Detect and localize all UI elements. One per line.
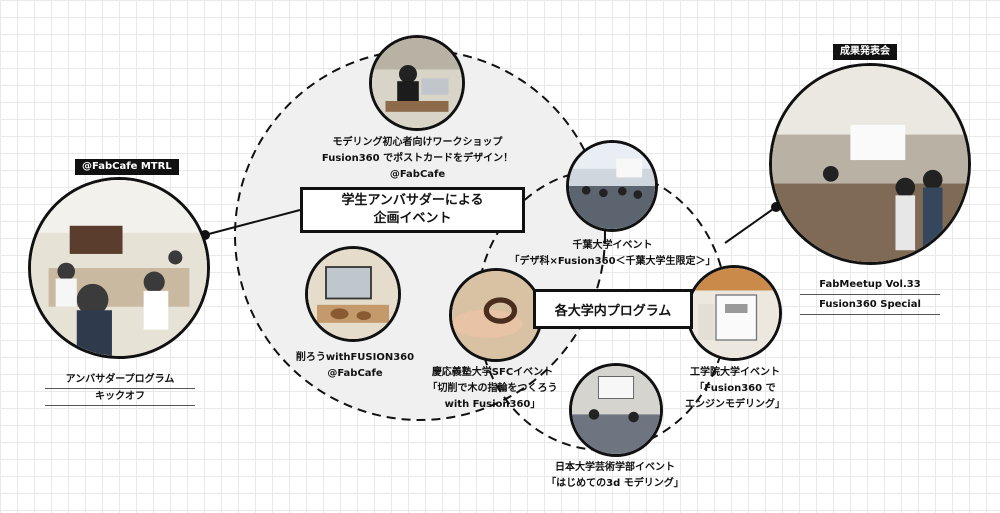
kogakuin-caption-line: 「Fusion360 で — [694, 383, 776, 394]
chiba-photo — [566, 140, 658, 232]
link-kickoff-to-student — [204, 209, 301, 236]
university-programs-box: 各大学内プログラム — [533, 289, 693, 329]
nihon-photo — [569, 363, 663, 457]
fabmeetup-caption: FabMeetup Vol.33 Fusion360 Special — [800, 275, 940, 315]
fabmeetup-photo — [769, 63, 971, 265]
kezurou-caption-line: @FabCafe — [327, 368, 383, 379]
kogakuin-photo — [686, 265, 782, 361]
kickoff-photo — [28, 177, 210, 359]
kogakuin-caption-line: エンジンモデリング」 — [685, 399, 785, 410]
kezurou-caption-line: 削ろうwithFUSION360 — [295, 352, 415, 363]
chiba-caption: 千葉大学イベント 「デザ科×Fusion360＜千葉大学生限定＞」 — [495, 238, 730, 270]
link-university-to-meetup — [724, 206, 777, 244]
keio-caption: 慶応義塾大学SFCイベント 「切削で木の指輪をつくろう with Fusion3… — [410, 365, 575, 413]
nihon-caption-line: 日本大学芸術学部イベント — [555, 462, 675, 473]
modeling-workshop-caption-line: モデリング初心者向けワークショップ — [332, 137, 503, 148]
fabmeetup-caption-line: Fusion360 Special — [800, 295, 940, 315]
kogakuin-caption: 工学院大学イベント 「Fusion360 で エンジンモデリング」 — [655, 365, 815, 413]
chiba-caption-line: 「デザ科×Fusion360＜千葉大学生限定＞」 — [509, 256, 716, 267]
kickoff-caption-line: キックオフ — [45, 389, 195, 406]
kezurou-photo — [305, 246, 401, 342]
student-events-box: 学生アンバサダーによる 企画イベント — [300, 187, 525, 233]
modeling-workshop-caption-line: Fusion360 でポストカードをデザイン！ — [321, 153, 514, 164]
nihon-caption: 日本大学芸術学部イベント 「はじめての3d モデリング」 — [525, 460, 705, 492]
kezurou-caption: 削ろうwithFUSION360 @FabCafe — [275, 350, 435, 382]
chiba-caption-line: 千葉大学イベント — [572, 240, 653, 251]
modeling-workshop-caption: モデリング初心者向けワークショップ Fusion360 でポストカードをデザイン… — [285, 135, 550, 183]
mtrl-tag: @FabCafe MTRL — [75, 159, 179, 175]
keio-photo — [449, 268, 543, 362]
modeling-workshop-caption-line: @FabCafe — [389, 169, 446, 180]
student-events-box-line: 学生アンバサダーによる — [341, 193, 484, 208]
keio-caption-line: 「切削で木の指輪をつくろう — [427, 383, 558, 394]
university-programs-box-label: 各大学内プログラム — [554, 303, 672, 319]
keio-caption-line: 慶応義塾大学SFCイベント — [431, 367, 554, 378]
kickoff-caption-line: アンバサダープログラム — [45, 372, 195, 389]
modeling-workshop-photo — [369, 35, 465, 131]
results-tag: 成果発表会 — [833, 44, 897, 60]
kickoff-caption: アンバサダープログラム キックオフ — [45, 372, 195, 406]
nihon-caption-line: 「はじめての3d モデリング」 — [546, 478, 684, 489]
fabmeetup-caption-line: FabMeetup Vol.33 — [800, 275, 940, 295]
student-events-box-line: 企画イベント — [373, 211, 452, 226]
keio-caption-line: with Fusion360」 — [444, 399, 541, 410]
kogakuin-caption-line: 工学院大学イベント — [690, 367, 780, 378]
